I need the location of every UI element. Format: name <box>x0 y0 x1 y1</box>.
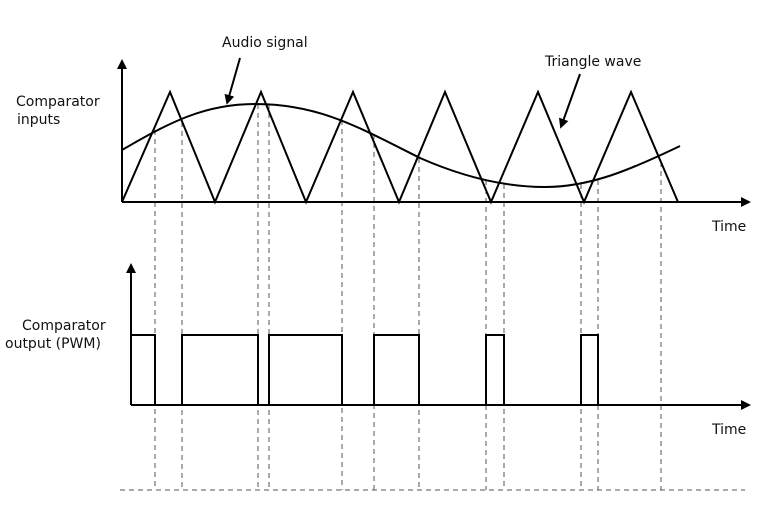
triangle-wave-pointer <box>558 73 581 129</box>
audio-signal-label: Audio signal <box>222 35 308 51</box>
audio-signal-curve <box>121 102 681 189</box>
pwm-output-waveform <box>131 334 661 406</box>
comparator-inputs-label-line1: Comparator <box>16 94 100 110</box>
label-pointers <box>224 57 581 129</box>
time-label-bottom: Time <box>711 422 746 438</box>
audio-signal-pointer <box>224 57 241 105</box>
top-axes <box>117 59 751 207</box>
triangle-wave-label: Triangle wave <box>544 54 641 70</box>
time-label-top: Time <box>711 219 746 235</box>
triangle-wave <box>121 89 679 205</box>
comparator-inputs-label-line2: inputs <box>17 112 60 128</box>
bottom-axes <box>126 263 751 410</box>
comparator-output-label-line2: output (PWM) <box>5 336 101 352</box>
comparator-output-label-line1: Comparator <box>22 318 106 334</box>
